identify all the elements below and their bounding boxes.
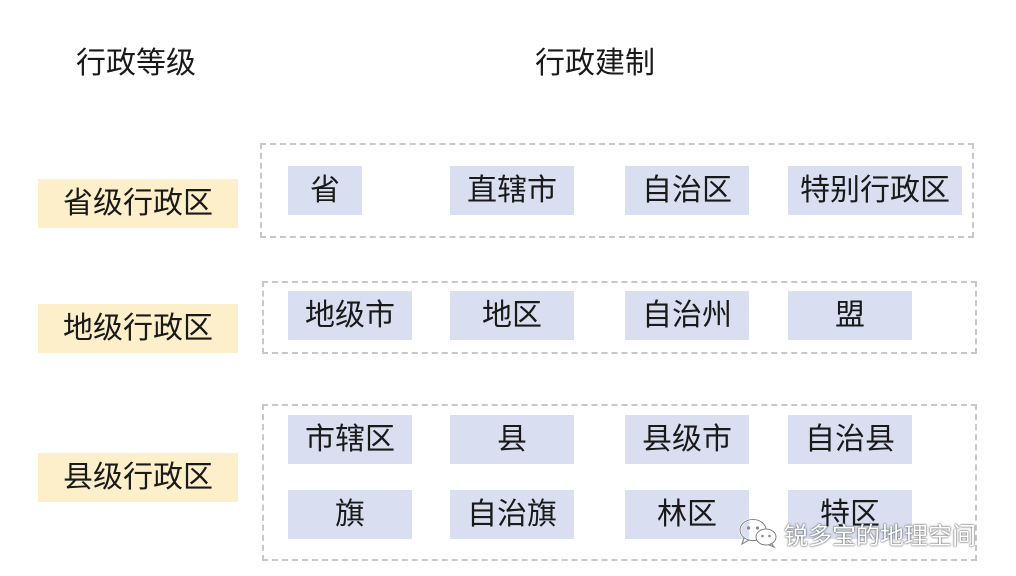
unit-qi: 旗 [288,490,412,539]
unit-zhixiashi: 直辖市 [450,166,574,215]
unit-tebie-xingzhengqu: 特别行政区 [788,166,962,215]
unit-shixiaqu: 市辖区 [288,415,412,464]
county-units-frame [262,404,977,561]
level-label-prefecture: 地级行政区 [38,304,238,353]
header-system: 行政建制 [535,46,655,81]
unit-dijishi: 地级市 [288,291,412,340]
wechat-icon [738,518,777,549]
header-level: 行政等级 [76,46,196,81]
unit-zizhiqi: 自治旗 [450,490,574,539]
level-label-province: 省级行政区 [38,179,238,228]
province-units-frame [260,143,974,238]
unit-sheng: 省 [288,166,362,215]
level-label-county: 县级行政区 [38,453,238,502]
unit-zizhiqu: 自治区 [625,166,749,215]
watermark-text: 锐多宝的地理空间 [784,521,976,550]
unit-diqu: 地区 [450,291,574,340]
unit-zizhizhou: 自治州 [625,291,749,340]
unit-xian: 县 [450,415,574,464]
watermark: 锐多宝的地理空间 [738,516,976,550]
prefecture-units-frame [262,281,977,354]
unit-zizhixian: 自治县 [788,415,912,464]
unit-meng: 盟 [788,291,912,340]
unit-xianjishi: 县级市 [625,415,749,464]
unit-tequ: 特区 [788,490,912,539]
unit-linqu: 林区 [625,490,749,539]
